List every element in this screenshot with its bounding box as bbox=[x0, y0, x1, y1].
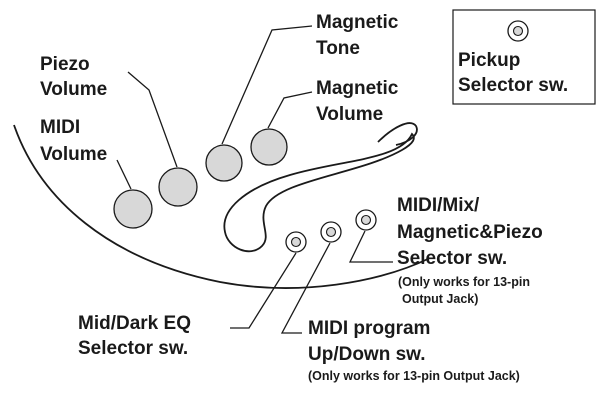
piezo-volume-label: Piezo Volume bbox=[40, 54, 107, 100]
leader-midi-volume bbox=[116, 159, 132, 190]
leader-midi-mix bbox=[348, 230, 393, 263]
mid-dark-eq-label: Mid/Dark EQ Selector sw. bbox=[78, 313, 196, 359]
guitar-body-outline bbox=[13, 124, 431, 289]
f-hole-outline bbox=[223, 132, 415, 253]
leader-piezo-volume bbox=[127, 71, 178, 168]
leader-magnetic-tone bbox=[221, 25, 313, 145]
midi-mix-selector-note: (Only works for 13-pin Output Jack) bbox=[398, 275, 533, 306]
midi-mix-selector-switch-icon[interactable] bbox=[355, 209, 377, 231]
magnetic-volume-label: Magnetic Volume bbox=[316, 78, 404, 125]
leader-midi-program bbox=[280, 242, 331, 334]
midi-mix-selector-label: MIDI/Mix/ Magnetic&Piezo Selector sw. bbox=[397, 195, 548, 269]
leader-mid-dark-eq bbox=[230, 252, 297, 329]
midi-program-note: (Only works for 13-pin Output Jack) bbox=[308, 369, 520, 383]
pickup-selector-switch-icon[interactable] bbox=[507, 20, 529, 42]
midi-volume-label: MIDI Volume bbox=[40, 117, 107, 165]
piezo-volume-knob-icon[interactable] bbox=[158, 167, 198, 207]
magnetic-tone-knob-icon[interactable] bbox=[205, 144, 243, 182]
midi-program-label: MIDI program Up/Down sw. bbox=[308, 318, 436, 365]
pickup-selector-label: Pickup Selector sw. bbox=[458, 50, 568, 96]
leader-magnetic-volume bbox=[267, 91, 313, 129]
midi-volume-knob-icon[interactable] bbox=[113, 189, 153, 229]
midi-program-switch-icon[interactable] bbox=[320, 221, 342, 243]
magnetic-volume-knob-icon[interactable] bbox=[250, 128, 288, 166]
mid-dark-eq-switch-icon[interactable] bbox=[285, 231, 307, 253]
magnetic-tone-label: Magnetic Tone bbox=[316, 12, 404, 59]
